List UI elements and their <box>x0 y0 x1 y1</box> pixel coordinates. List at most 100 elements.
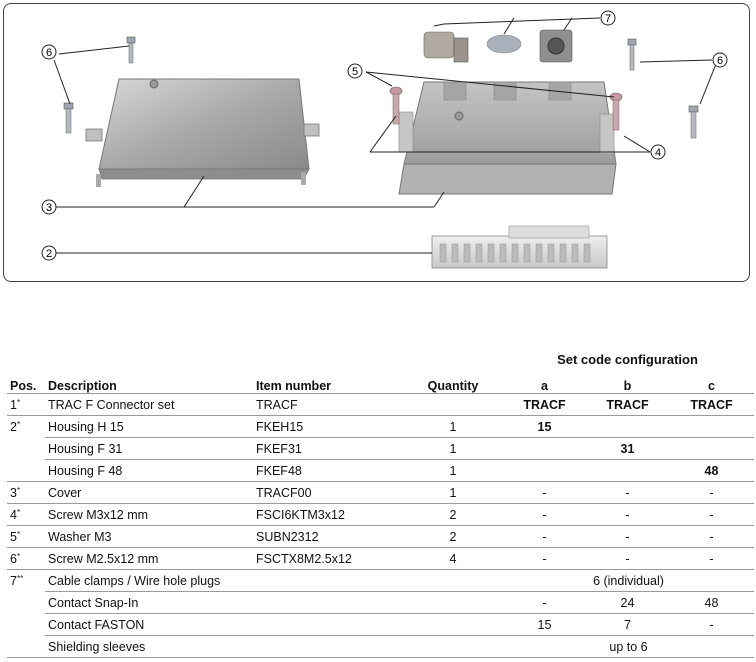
callout-6-right: 6 <box>712 52 728 68</box>
row-a: - <box>503 547 586 570</box>
row-a: - <box>503 481 586 504</box>
row-item-number <box>253 569 403 592</box>
callout-4: 4 <box>650 144 666 160</box>
row-quantity: 4 <box>403 547 503 570</box>
row-quantity: 1 <box>403 481 503 504</box>
row-quantity: 2 <box>403 503 503 526</box>
housing-part <box>398 81 617 195</box>
row-quantity: 1 <box>403 459 503 482</box>
table-row: 4* Screw M3x12 mm FSCI6KTM3x12 2 - - - <box>7 503 754 526</box>
row-quantity <box>403 393 503 416</box>
row-quantity <box>403 591 503 614</box>
svg-text:2: 2 <box>46 248 52 260</box>
row-b: 31 <box>586 437 669 460</box>
row-item-number <box>253 635 403 658</box>
row-c: - <box>669 503 754 526</box>
callout-7: 7 <box>600 10 616 26</box>
screw-m2-5-right-bottom <box>688 105 699 139</box>
row-b: 7 <box>586 613 669 636</box>
row-quantity <box>403 635 503 658</box>
row-c: - <box>669 481 754 504</box>
row-c <box>669 415 754 438</box>
row-description: Cover <box>45 481 253 504</box>
row-a: 15 <box>503 613 586 636</box>
row-pos: 3* <box>7 481 45 504</box>
parts-illustration: 6 5 7 6 4 3 2 <box>41 10 728 269</box>
col-item-number: Item number <box>253 374 403 394</box>
set-code-configuration-header: Set code configuration <box>557 352 698 367</box>
wire-hole-plug-part <box>486 34 522 54</box>
col-c: c <box>669 374 754 394</box>
screw-m3-left <box>389 86 403 125</box>
row-description: Washer M3 <box>45 525 253 548</box>
row-pos <box>7 592 45 614</box>
row-pos: 1* <box>7 393 45 416</box>
row-a: 15 <box>503 415 586 438</box>
svg-text:7: 7 <box>605 13 611 25</box>
table-row: 5* Washer M3 SUBN2312 2 - - - <box>7 525 754 548</box>
row-description: Cable clamps / Wire hole plugs <box>45 569 253 592</box>
col-quantity: Quantity <box>403 374 503 394</box>
row-a: - <box>503 525 586 548</box>
row-pos: 5* <box>7 525 45 548</box>
row-description: TRAC F Connector set <box>45 393 253 416</box>
callout-6-left: 6 <box>41 44 57 60</box>
row-b: TRACF <box>586 393 669 416</box>
row-c: - <box>669 525 754 548</box>
table-row: 6* Screw M2.5x12 mm FSCTX8M2.5x12 4 - - … <box>7 547 754 570</box>
row-item-number: SUBN2312 <box>253 525 403 548</box>
table-row: 1* TRAC F Connector set TRACF TRACF TRAC… <box>7 393 754 416</box>
screw-m3-right <box>609 92 623 131</box>
shielding-sleeve-part <box>423 31 469 63</box>
svg-text:6: 6 <box>46 47 52 59</box>
row-description: Screw M3x12 mm <box>45 503 253 526</box>
table-row: Contact Snap-In - 24 48 <box>7 591 754 614</box>
row-pos: 7** <box>10 573 24 588</box>
callout-3: 3 <box>41 199 57 215</box>
row-set-span: up to 6 <box>503 635 754 658</box>
row-c: - <box>669 613 754 636</box>
row-item-number <box>253 613 403 636</box>
row-item-number <box>253 591 403 614</box>
row-description: Housing H 15 <box>45 415 253 438</box>
row-a: TRACF <box>503 393 586 416</box>
row-b <box>586 459 669 482</box>
cover-part <box>85 78 320 187</box>
svg-text:6: 6 <box>717 55 723 67</box>
row-description: Housing F 48 <box>45 459 253 482</box>
row-c: 48 <box>669 459 754 482</box>
row-a <box>503 437 586 460</box>
callout-5: 5 <box>347 63 363 79</box>
row-a <box>503 459 586 482</box>
row-pos <box>7 635 45 658</box>
row-quantity: 1 <box>403 415 503 438</box>
table-row: Housing F 31 FKEF31 1 31 <box>7 437 754 460</box>
row-pos <box>7 614 45 636</box>
row-b: 24 <box>586 591 669 614</box>
row-c <box>669 437 754 460</box>
table-row: 7** Cable clamps / Wire hole plugs 6 (in… <box>7 569 754 592</box>
row-item-number: FKEF48 <box>253 459 403 482</box>
row-b: - <box>586 481 669 504</box>
row-quantity: 2 <box>403 525 503 548</box>
exploded-parts-diagram: 6 5 7 6 4 3 2 <box>3 3 750 282</box>
row-pos: 4* <box>7 503 45 526</box>
row-set-span: 6 (individual) <box>503 569 754 592</box>
table-row: Shielding sleeves up to 6 <box>7 635 754 658</box>
screw-m2-5-left-top <box>126 36 136 64</box>
row-item-number: FSCTX8M2.5x12 <box>253 547 403 570</box>
row-a: - <box>503 591 586 614</box>
row-item-number: FKEH15 <box>253 415 403 438</box>
row-item-number: TRACF <box>253 393 403 416</box>
table-row: Housing F 48 FKEF48 1 48 <box>7 459 754 482</box>
row-c: TRACF <box>669 393 754 416</box>
row-description: Shielding sleeves <box>45 635 253 658</box>
row-pos <box>7 459 45 482</box>
row-b: - <box>586 547 669 570</box>
row-pos: 2* <box>10 419 21 434</box>
leader-lines <box>50 17 717 254</box>
row-pos <box>7 438 45 460</box>
table-row: 2* Housing H 15 FKEH15 1 15 <box>7 415 754 438</box>
callout-2: 2 <box>41 245 57 261</box>
row-b: - <box>586 503 669 526</box>
